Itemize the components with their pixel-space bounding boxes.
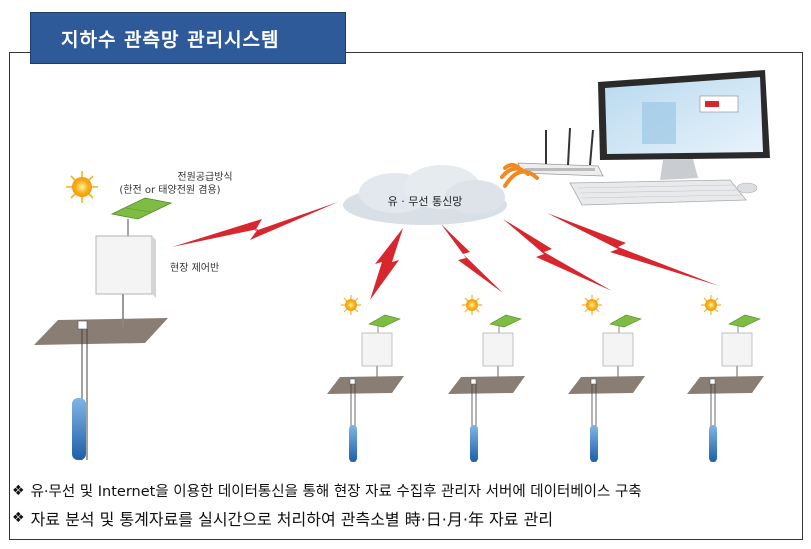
solar-panel-icon: [728, 314, 761, 328]
lightning-bolt: [503, 219, 612, 291]
sun-icon: [701, 295, 721, 315]
lightning-bolt: [172, 202, 338, 247]
main-sun-icon: [66, 171, 98, 203]
remote-station-2: [448, 295, 525, 462]
remote-station-4: [687, 295, 764, 462]
main-solar-panel-icon: [110, 197, 173, 236]
lightning-bolt: [441, 224, 503, 293]
power-method-label: 전원공급방식: [177, 171, 232, 183]
remote-station-3: [568, 295, 645, 462]
network-label: 유 · 무선 통신망: [388, 195, 463, 208]
solar-panel-icon: [609, 314, 642, 328]
diamond-bullet-icon: ❖: [12, 482, 25, 499]
router-icon: [517, 127, 604, 177]
description-text: 유·무선 및 Internet을 이용한 데이터통신을 통해 현장 자료 수집후…: [30, 484, 642, 500]
control-panel: [482, 332, 514, 367]
field-panel-label: 현장 제어반: [170, 262, 219, 274]
water-column: [709, 425, 717, 462]
water-column: [470, 425, 478, 462]
description-item: ❖ 자료 분석 및 통계자료를 실시간으로 처리하여 관측소별 時·日·月·年 …: [12, 504, 792, 531]
water-column: [349, 425, 357, 462]
diamond-bullet-icon: ❖: [12, 509, 25, 526]
remote-station-1: [327, 295, 404, 462]
description-text: 자료 분석 및 통계자료를 실시간으로 처리하여 관측소별 時·日·月·年 자료…: [30, 509, 554, 529]
diagram-frame: [9, 52, 803, 540]
power-detail-label: (한전 or 태양전원 겸용): [119, 184, 220, 196]
cloud-icon: [343, 165, 507, 225]
control-panel: [721, 332, 753, 367]
wifi-signal-icon: [500, 163, 539, 188]
control-panel: [602, 332, 634, 367]
sun-icon: [462, 295, 482, 315]
solar-panel-icon: [489, 314, 522, 328]
field-control-panel: [95, 235, 156, 318]
lightning-bolt: [547, 213, 719, 286]
sun-icon: [582, 295, 602, 315]
lightning-bolt: [370, 228, 403, 300]
desktop-computer-icon: [569, 70, 770, 206]
description-item: ❖ 유·무선 및 Internet을 이용한 데이터통신을 통해 현장 자료 수…: [12, 477, 792, 504]
lightning-bolts: [172, 202, 719, 300]
page-title: 지하수 관측망 관리시스템: [30, 12, 346, 64]
main-well: [34, 318, 168, 460]
solar-panel-icon: [368, 314, 401, 328]
description-list: ❖ 유·무선 및 Internet을 이용한 데이터통신을 통해 현장 자료 수…: [12, 477, 792, 531]
water-column: [590, 425, 598, 462]
control-panel: [361, 332, 393, 367]
sun-icon: [341, 295, 361, 315]
